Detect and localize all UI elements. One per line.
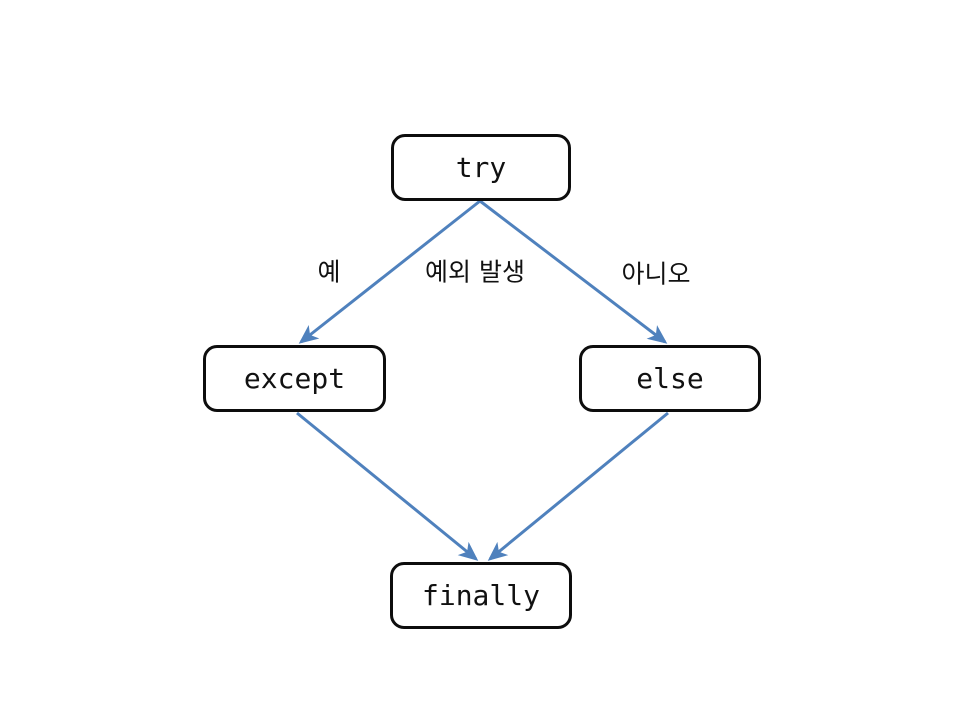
edge-label-no: 아니오	[621, 259, 691, 289]
node-else: else	[579, 345, 761, 412]
edge-label-yes: 예	[317, 257, 341, 287]
node-except-label: except	[243, 361, 346, 395]
node-finally: finally	[390, 562, 572, 629]
node-finally-label: finally	[421, 578, 540, 612]
condition-label-exception: 예외 발생	[425, 257, 525, 287]
arrow-except-to-finally	[296, 411, 479, 561]
arrow-else-to-finally	[487, 411, 669, 561]
node-except: except	[203, 345, 386, 412]
node-else-label: else	[636, 361, 704, 395]
node-try-label: try	[455, 150, 507, 184]
node-try: try	[391, 134, 571, 201]
